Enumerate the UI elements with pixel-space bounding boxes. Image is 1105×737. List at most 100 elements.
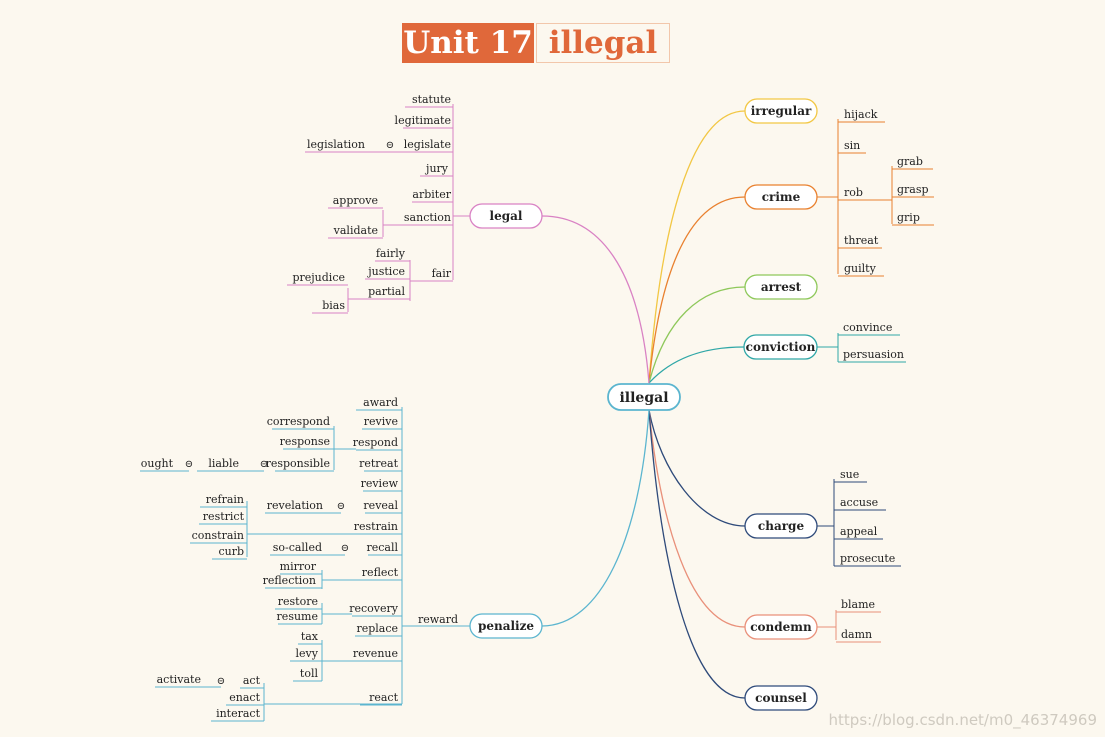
word-activate: activate — [157, 673, 201, 686]
word-convince: convince — [843, 321, 892, 334]
word-statute: statute — [412, 93, 451, 106]
center-node — [607, 383, 681, 411]
curve-conviction — [648, 346, 745, 384]
word-legitimate: legitimate — [395, 114, 451, 127]
word-award: award — [363, 396, 398, 409]
word-toll: toll — [300, 667, 319, 680]
word-respond: respond — [353, 436, 398, 449]
word-jury: jury — [424, 162, 449, 175]
link-symbol: ⊝ — [386, 140, 394, 151]
word-grab: grab — [897, 155, 923, 168]
word-enact: enact — [229, 691, 260, 704]
word-legislate: legislate — [404, 138, 451, 151]
word-revenue: revenue — [353, 647, 398, 660]
word-responsible: responsible — [266, 457, 330, 470]
node-arrest — [744, 274, 818, 300]
title-box: Unit 17 illegal — [402, 23, 670, 63]
word-so-called: so-called — [273, 541, 322, 554]
center-label: illegal — [619, 390, 668, 406]
word-bias: bias — [322, 299, 345, 312]
word-reveal: reveal — [363, 499, 398, 512]
word-restore: restore — [278, 595, 318, 608]
word-response: response — [280, 435, 330, 448]
word-partial: partial — [368, 285, 405, 298]
link-symbol: ⊝ — [260, 459, 268, 470]
word-retreat: retreat — [359, 457, 399, 470]
word-correspond: correspond — [267, 415, 330, 428]
curve-crime — [648, 196, 746, 384]
word-replace: replace — [356, 622, 398, 635]
word-react: react — [369, 691, 398, 704]
word-grip: grip — [897, 211, 920, 224]
word-justice: justice — [366, 265, 405, 278]
word-recovery: recovery — [349, 602, 399, 615]
curve-arrest — [648, 286, 746, 384]
word-sue: sue — [840, 468, 859, 481]
word-revive: revive — [364, 415, 398, 428]
word-appeal: appeal — [840, 525, 878, 538]
word-hijack: hijack — [844, 108, 878, 121]
link-symbol: ⊝ — [217, 676, 225, 687]
word-levy: levy — [296, 647, 319, 660]
link-symbol: ⊝ — [341, 543, 349, 554]
word-tax: tax — [301, 630, 319, 643]
word-reflection: reflection — [263, 574, 316, 587]
node-label-conviction: conviction — [746, 340, 816, 354]
word-reflect: reflect — [362, 566, 399, 579]
title-word: illegal — [536, 23, 670, 63]
word-damn: damn — [841, 628, 872, 641]
word-fair: fair — [432, 267, 452, 280]
word-restrain: restrain — [354, 520, 398, 533]
word-curb: curb — [218, 545, 244, 558]
node-label-charge: charge — [758, 519, 805, 533]
word-rob: rob — [844, 186, 863, 199]
node-label-arrest: arrest — [761, 280, 802, 294]
word-restrict: restrict — [203, 510, 245, 523]
word-sanction: sanction — [404, 211, 451, 224]
node-irregular — [744, 98, 818, 124]
curve-penalize — [541, 409, 650, 627]
curve-condemn — [648, 409, 746, 628]
word-interact: interact — [216, 707, 261, 720]
word-constrain: constrain — [192, 529, 244, 542]
word-revelation: revelation — [267, 499, 323, 512]
word-reward: reward — [418, 613, 458, 626]
word-blame: blame — [841, 598, 875, 611]
word-refrain: refrain — [206, 493, 244, 506]
word-resume: resume — [277, 610, 318, 623]
title-unit: Unit 17 — [402, 23, 534, 63]
word-ought: ought — [141, 457, 174, 470]
curve-legal — [541, 215, 650, 384]
word-grasp: grasp — [897, 183, 929, 196]
word-accuse: accuse — [840, 496, 878, 509]
word-arbiter: arbiter — [412, 188, 451, 201]
node-label-legal: legal — [490, 209, 523, 223]
word-guilty: guilty — [844, 262, 877, 275]
word-mirror: mirror — [280, 560, 317, 573]
word-liable: liable — [208, 457, 239, 470]
node-label-condemn: condemn — [750, 620, 812, 634]
word-review: review — [361, 477, 399, 490]
node-label-counsel: counsel — [755, 691, 807, 705]
node-counsel — [744, 685, 818, 711]
word-recall: recall — [366, 541, 398, 554]
word-act: act — [243, 674, 261, 687]
word-fairly: fairly — [376, 247, 406, 260]
curve-charge — [648, 409, 746, 527]
word-approve: approve — [333, 194, 378, 207]
word-prosecute: prosecute — [840, 552, 895, 565]
word-prejudice: prejudice — [292, 271, 345, 284]
node-label-crime: crime — [762, 190, 801, 204]
word-validate: validate — [333, 224, 378, 237]
node-label-penalize: penalize — [478, 619, 534, 633]
watermark: https://blog.csdn.net/m0_46374969 — [828, 711, 1097, 729]
word-sin: sin — [844, 139, 860, 152]
word-legislation: legislation — [307, 138, 365, 151]
curve-irregular — [648, 110, 746, 384]
link-symbol: ⊝ — [185, 459, 193, 470]
curve-counsel — [648, 409, 746, 699]
node-label-irregular: irregular — [751, 104, 812, 118]
word-threat: threat — [844, 234, 879, 247]
word-persuasion: persuasion — [843, 348, 904, 361]
